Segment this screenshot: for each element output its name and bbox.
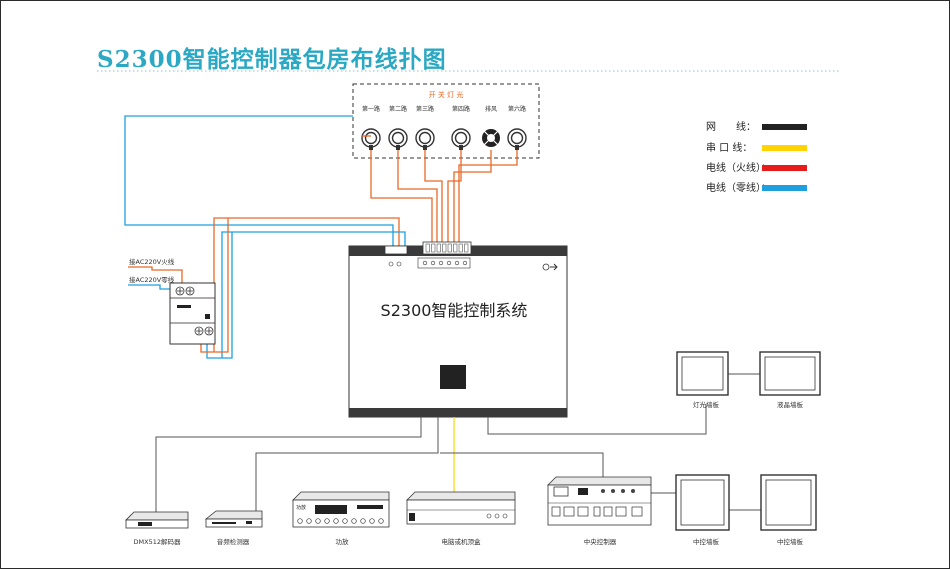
wire-switch-fan: [453, 150, 492, 246]
dmx-decoder-label: DMX512解码器: [134, 537, 181, 546]
light-wall-label: 灯光墙板: [693, 400, 720, 409]
controller-name: S2300智能控制系统: [381, 301, 528, 320]
controller-port-strip: [417, 257, 471, 269]
switch-label-4: 第四路: [452, 105, 470, 113]
control-wall-1-label: 中控墙板: [693, 537, 720, 546]
control-wall-2-label: 中控墙板: [777, 537, 804, 546]
cable-light-wall: [487, 404, 707, 435]
wire-switch-1: [370, 150, 433, 246]
legend-label-live: 电线（火线）：: [706, 161, 771, 174]
wire-legend: 网 线： 串 口 线： 电线（火线）： 电线（零线）：: [706, 120, 807, 194]
switch-label-2: 第二路: [389, 105, 407, 113]
wire-switch-3: [424, 150, 443, 246]
legend-swatch-live: [762, 165, 807, 171]
wire-switch-2: [397, 150, 438, 246]
bus-cables: [155, 373, 761, 515]
switch-panel-box: [352, 83, 540, 159]
breaker-switch: [177, 305, 191, 308]
central-controller-label: 中央控制器: [584, 537, 617, 546]
pc-settop-box-label: 电脑或机顶盒: [442, 537, 482, 546]
lcd-wall-panel: 液晶墙板: [759, 351, 821, 409]
wire-neutral-panel: [124, 115, 394, 246]
controller-led-1: [388, 261, 394, 267]
switch-panel-title: 开 关 灯 光: [429, 90, 464, 99]
switch-panel: 开 关 灯 光 第一路 第二路 第三路 第四路 排风 第六路: [352, 83, 540, 159]
pc-settop-box: 电脑或机顶盒: [406, 491, 516, 546]
audio-detector: 音频检测器: [204, 510, 263, 546]
controller-unit: S2300智能控制系统: [348, 241, 568, 418]
switch-label-5: 排风: [485, 105, 497, 113]
legend-swatch-network: [762, 124, 807, 130]
breaker-window: [169, 297, 216, 324]
light-wall-panel: 灯光墙板: [676, 351, 729, 409]
controller-bottom-band: [349, 408, 567, 417]
legend-label-serial: 串 口 线：: [706, 141, 752, 154]
cable-central: [440, 452, 604, 477]
wire-ac-live: [128, 266, 183, 284]
switch-label-3: 第三路: [416, 105, 434, 113]
light-switch-4: [451, 128, 471, 150]
light-switch-3: [415, 128, 435, 150]
breaker-indicator: [205, 314, 210, 319]
legend-swatch-neutral: [762, 185, 807, 191]
wire-switch-6: [458, 150, 518, 246]
wire-live-breaker-stub: [200, 344, 214, 353]
lcd-wall-label: 液晶墙板: [777, 400, 804, 409]
audio-detector-label: 音频检测器: [217, 537, 250, 546]
switch-label-6: 第六路: [508, 105, 526, 113]
cable-audio: [255, 417, 439, 515]
control-wall-panel-2: 中控墙板: [760, 474, 817, 546]
controller-arrow-icon: [550, 263, 558, 271]
central-controller: 中央控制器: [547, 476, 652, 546]
switch-label-1: 第一路: [362, 105, 380, 113]
legend-label-neutral: 电线（零线）：: [706, 181, 771, 194]
amplifier: 功放 功放: [292, 491, 390, 546]
amplifier-label: 功放: [336, 537, 350, 546]
power-live-label: 接AC220V火线: [129, 257, 175, 266]
amplifier-brand: 功放: [296, 504, 306, 511]
diagram-title: S2300智能控制器包房布线扑图: [97, 46, 447, 73]
controller-status-icon: [542, 263, 550, 271]
legend-label-network: 网 线：: [706, 120, 756, 133]
light-switch-6: [507, 128, 527, 150]
legend-swatch-serial: [762, 145, 807, 151]
light-switch-1: [361, 128, 381, 150]
power-neutral-label: 接AC220V零线: [129, 275, 175, 284]
controller-display: [440, 365, 466, 389]
controller-relay-terminal: [422, 241, 472, 255]
power-breaker: [169, 282, 216, 345]
light-switch-5: [482, 129, 500, 147]
cable-dmx: [155, 417, 422, 512]
wire-neutral-breaker-2: [222, 232, 233, 359]
controller-led-2: [396, 261, 402, 267]
controller-power-terminal: [384, 245, 408, 255]
light-switch-2: [388, 128, 408, 150]
wire-live-breaker-2: [214, 218, 229, 353]
controller-body: [348, 245, 568, 418]
wire-neutral-breaker: [206, 231, 406, 359]
control-wall-panel-1: 中控墙板: [675, 474, 730, 546]
dmx-decoder: DMX512解码器: [125, 511, 189, 546]
